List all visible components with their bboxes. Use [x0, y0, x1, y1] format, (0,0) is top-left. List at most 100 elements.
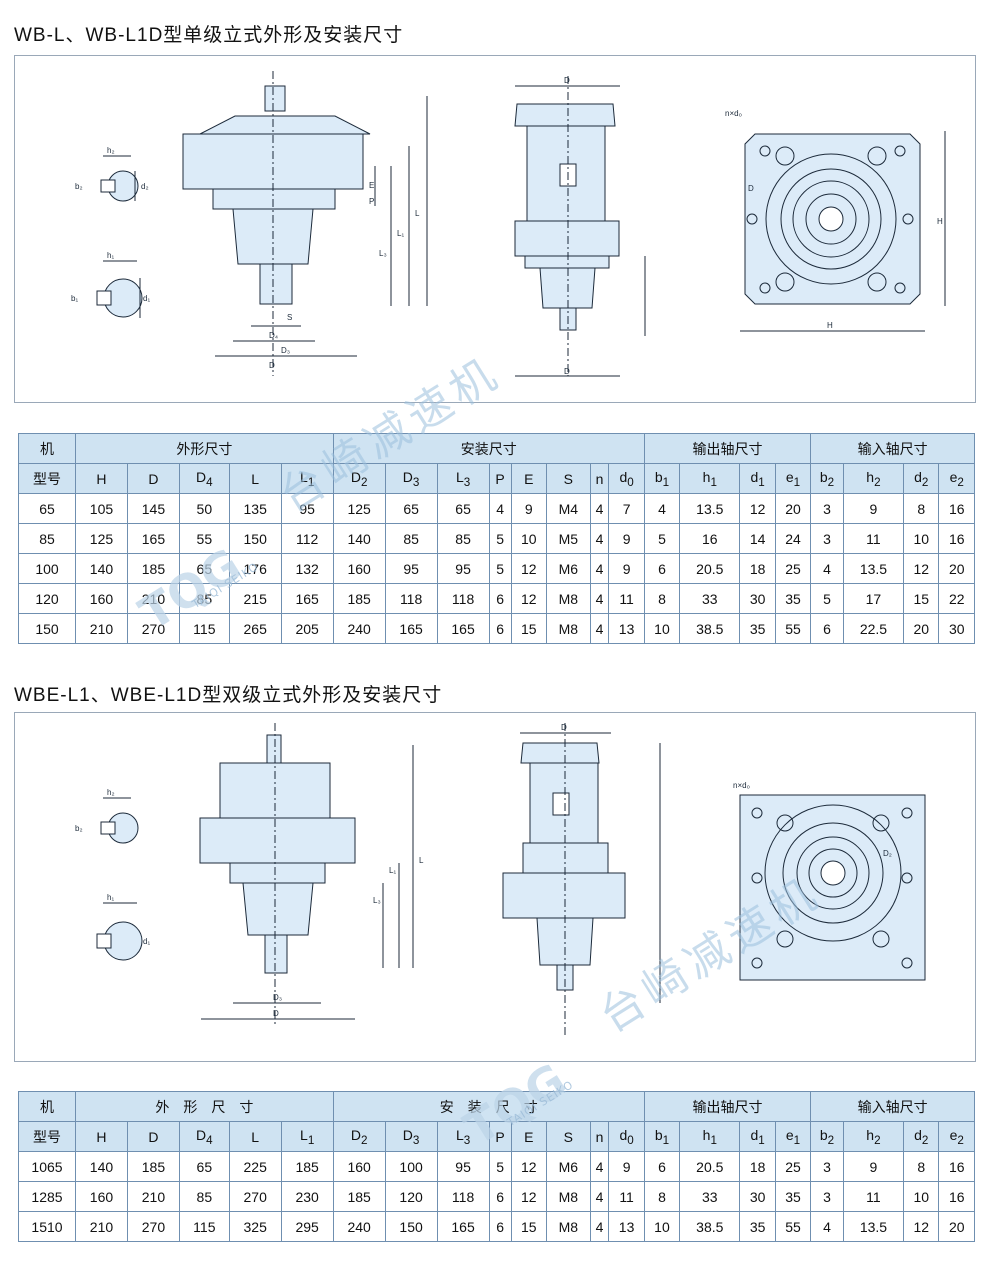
header-install-dims: 安 装 尺 寸 — [332, 1091, 645, 1122]
header-output-shaft: 输出轴尺寸 — [643, 1091, 812, 1122]
table-cell: 185 — [126, 1151, 180, 1182]
table-cell: 210 — [126, 1181, 180, 1212]
table-cell: 5 — [810, 583, 844, 614]
table-cell: 160 — [75, 583, 128, 614]
table-cell: M8 — [546, 583, 591, 614]
input-shaft-section-icon: h₂ b₂ — [75, 788, 139, 844]
table-cell: 30 — [739, 1181, 776, 1212]
svg-text:D₄: D₄ — [269, 331, 278, 340]
header-machine: 机 — [18, 433, 76, 464]
table-cell: 4 — [589, 493, 610, 524]
table-cell: 5 — [488, 523, 512, 554]
table-cell: 215 — [228, 583, 282, 614]
col-e1: e1 — [774, 1121, 812, 1152]
svg-text:L: L — [415, 209, 420, 218]
table-cell: 6 — [643, 1151, 681, 1182]
table-cell: 6 — [643, 553, 681, 584]
col-D2: D2 — [332, 1121, 386, 1152]
col-D2: D2 — [332, 463, 386, 494]
table-cell: 20 — [774, 493, 812, 524]
svg-text:h₂: h₂ — [107, 788, 115, 797]
svg-text:E: E — [369, 181, 374, 190]
table-cell: 65 — [384, 493, 438, 524]
table-cell: 125 — [75, 523, 128, 554]
table-cell: 35 — [774, 1181, 812, 1212]
table-cell: 4 — [810, 1211, 844, 1242]
table-cell: 20.5 — [679, 553, 741, 584]
table-cell: 100 — [384, 1151, 438, 1182]
table-cell: 165 — [280, 583, 334, 614]
table-cell: 24 — [774, 523, 812, 554]
dimension-drawings-double: h₂ b₂ h₁ d₁ L L₁ L₃ D D₃ — [75, 723, 926, 1038]
col-h1: h1 — [679, 463, 741, 494]
table-cell: 35 — [774, 583, 812, 614]
table-cell: 7 — [608, 493, 645, 524]
table-cell: 65 — [436, 493, 490, 524]
table-cell: 38.5 — [679, 613, 741, 644]
table-cell: 120 — [384, 1181, 438, 1212]
col-D4: D4 — [178, 463, 230, 494]
svg-text:L₁: L₁ — [389, 866, 396, 875]
table-cell: 185 — [280, 1151, 334, 1182]
table-cell: 95 — [436, 553, 490, 584]
model-cell: 85 — [18, 523, 76, 554]
table-cell: M8 — [546, 1211, 591, 1242]
table-cell: 240 — [332, 1211, 386, 1242]
svg-text:h₁: h₁ — [107, 893, 114, 902]
table-cell: 12 — [903, 553, 940, 584]
table-cell: 225 — [228, 1151, 282, 1182]
table-cell: 8 — [903, 1151, 940, 1182]
header-outline-dims: 外 形 尺 寸 — [75, 1091, 334, 1122]
svg-text:D₂: D₂ — [883, 849, 892, 858]
table-cell: 145 — [126, 493, 180, 524]
table-cell: 6 — [810, 613, 844, 644]
svg-text:H: H — [827, 321, 833, 330]
table-cell: 185 — [332, 583, 386, 614]
col-n: n — [589, 463, 610, 494]
table-cell: 118 — [436, 1181, 490, 1212]
table-cell: 118 — [384, 583, 438, 614]
table-cell: 6 — [488, 583, 512, 614]
table-cell: 160 — [332, 553, 386, 584]
table-cell: 4 — [589, 613, 610, 644]
table-cell: 165 — [126, 523, 180, 554]
table-cell: 33 — [679, 583, 741, 614]
svg-text:D: D — [561, 723, 567, 732]
table-cell: 20 — [903, 613, 940, 644]
svg-text:d₁: d₁ — [143, 937, 150, 946]
reducer-side-view-with-motor: D — [502, 723, 661, 1038]
table-cell: 4 — [589, 1211, 610, 1242]
svg-text:D: D — [564, 367, 570, 376]
flange-top-view: n×d₀ D₂ — [733, 781, 926, 981]
table-cell: 15 — [903, 583, 940, 614]
table-cell: 265 — [228, 613, 282, 644]
model-cell: 150 — [18, 613, 76, 644]
svg-text:H: H — [937, 217, 943, 226]
svg-text:L₃: L₃ — [379, 249, 387, 258]
table-cell: 140 — [75, 1151, 128, 1182]
table-cell: 12 — [510, 1151, 548, 1182]
table-cell: 12 — [739, 493, 776, 524]
table-cell: 95 — [436, 1151, 490, 1182]
svg-text:n×d₀: n×d₀ — [725, 109, 742, 118]
table-cell: 13.5 — [842, 1211, 905, 1242]
col-S: S — [546, 1121, 591, 1152]
table-cell: 125 — [332, 493, 386, 524]
table-cell: 20 — [938, 1211, 975, 1242]
col-n: n — [589, 1121, 610, 1152]
col-b1: b1 — [643, 1121, 681, 1152]
svg-text:D: D — [748, 184, 754, 193]
table-cell: 160 — [75, 1181, 128, 1212]
table-cell: 210 — [75, 613, 128, 644]
col-H: H — [75, 1121, 128, 1152]
table-cell: 230 — [280, 1181, 334, 1212]
col-e1: e1 — [774, 463, 812, 494]
table-cell: 18 — [739, 1151, 776, 1182]
table-cell: 13 — [608, 613, 645, 644]
table-cell: 30 — [938, 613, 975, 644]
